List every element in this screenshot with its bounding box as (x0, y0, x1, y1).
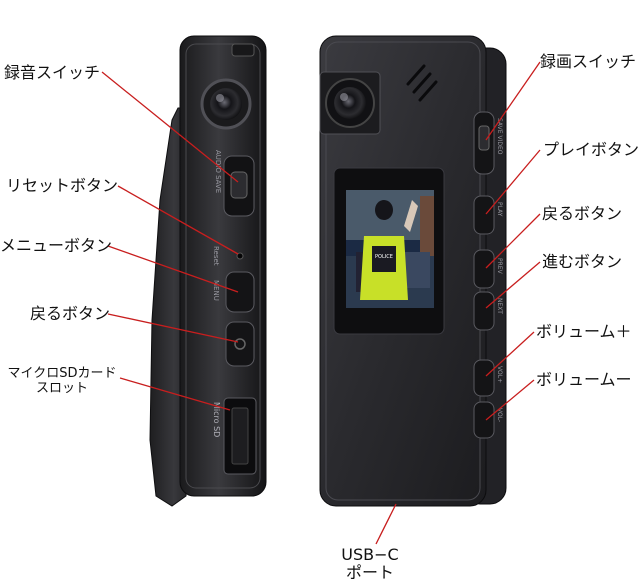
label-next-button: 進むボタン (542, 252, 623, 271)
leader-microsd (119, 377, 231, 411)
side-menu-text: MENU (212, 280, 220, 301)
side-microsd-text: Micro SD (212, 402, 221, 437)
leader-usb-c (375, 503, 397, 545)
label-microsd-slot: マイクロSDカード スロット (2, 366, 122, 396)
volume-up-button[interactable] (473, 359, 495, 397)
reset-hole[interactable] (236, 252, 244, 260)
label-back-button-right: 戻るボタン (542, 204, 623, 223)
label-volume-up: ボリューム＋ (536, 322, 632, 341)
label-back-button-left: 戻るボタン (30, 304, 111, 323)
label-record-audio-switch: 録音スイッチ (4, 63, 101, 82)
menu-button-side[interactable] (225, 271, 255, 313)
volume-down-button[interactable] (473, 401, 495, 439)
label-play-button: プレイボタン (543, 140, 640, 159)
side-reset-text: Reset (212, 246, 220, 266)
leader-back-right (485, 213, 541, 269)
leader-video-switch (485, 61, 541, 141)
leader-reset (117, 185, 239, 255)
side-switch-text: AUDIO SAVE (214, 150, 222, 193)
speaker-grille (406, 64, 438, 102)
label-record-video-switch: 録画スイッチ (540, 52, 637, 71)
label-microsd-line1: マイクロSDカード (7, 366, 117, 381)
side-body (179, 35, 267, 497)
prev-button[interactable] (473, 249, 495, 289)
right-vol-plus-text: VOL+ (496, 366, 503, 383)
play-button[interactable] (473, 195, 495, 235)
leader-next (485, 261, 541, 309)
leader-play (485, 149, 541, 215)
right-prev-text: PREV (496, 258, 503, 275)
screen-badge-text: POLICE (375, 254, 393, 260)
label-reset-button: リセットボタン (6, 176, 119, 195)
right-next-text: NEXT (496, 298, 503, 314)
leader-back-left (107, 313, 239, 343)
right-play-text: PLAY (496, 202, 503, 217)
leader-menu (107, 245, 239, 293)
side-view-device: AUDIO SAVE Reset MENU Micro SD (149, 35, 267, 507)
front-view-device: POLICE SAVE VIDEO PLAY PREV NEXT VOL+ VO… (319, 35, 507, 507)
label-usb-c-line2: ポート (345, 563, 394, 582)
leader-vol-up (485, 331, 535, 377)
leader-lines (101, 61, 541, 545)
right-save-video-text: SAVE VIDEO (496, 118, 503, 155)
label-volume-down: ボリュームー (536, 370, 632, 389)
label-menu-button: メニューボタン (0, 236, 113, 255)
right-vol-minus-text: VOL- (496, 408, 503, 422)
leader-vol-down (485, 379, 535, 421)
label-microsd-line2: スロット (35, 381, 88, 396)
label-usb-c-line1: USB−C (341, 545, 399, 564)
leader-audio-switch (101, 71, 239, 183)
back-button-side[interactable] (225, 321, 255, 367)
label-usb-c-port: USB−C ポート (330, 546, 410, 582)
next-button[interactable] (473, 291, 495, 331)
